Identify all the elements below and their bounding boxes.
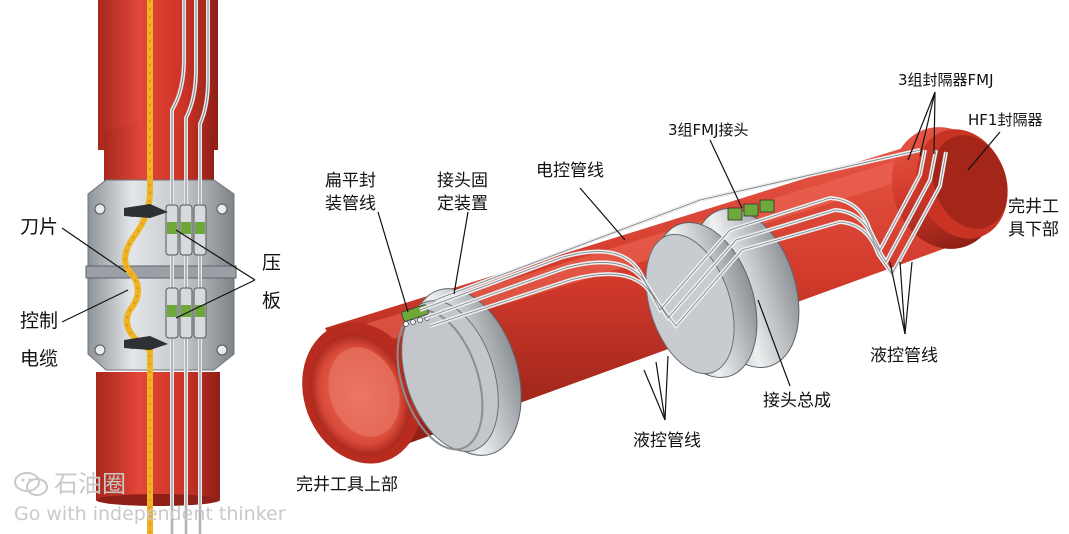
label-hf1-packer: HF1封隔器: [968, 111, 1043, 129]
label-pressure-plate-line2: 板: [262, 290, 282, 312]
right-leader-lines: [377, 91, 1001, 421]
watermark: 石油圈 Go with independent thinker: [14, 470, 286, 526]
right-isometric-view: [302, 91, 1008, 464]
label-fmj-connectors: 3组FMJ接头: [668, 121, 749, 139]
label-control-cable-line1: 控制: [20, 310, 59, 332]
lower-end-packer: [891, 127, 1008, 249]
line-connectors: [165, 204, 207, 339]
wechat-icon: [14, 472, 48, 496]
label-clamp-line2: 定装置: [437, 194, 488, 214]
blade-parts: [124, 204, 168, 350]
label-upper-part: 完井工具上部: [296, 475, 398, 495]
watermark-slogan: Go with independent thinker: [14, 503, 286, 525]
upper-end-tube: [302, 322, 422, 464]
label-lower-part-line2: 具下部: [1008, 220, 1059, 240]
clamp-ring-upper: [396, 288, 522, 456]
label-flat-pack-line1: 扁平封: [325, 171, 376, 191]
label-joint-assembly: 接头总成: [763, 391, 831, 411]
label-hydraulic-line-center: 液控管线: [633, 431, 701, 451]
clamp-split-band: [85, 265, 237, 279]
left-detail-view: [61, 0, 256, 534]
label-control-cable-line2: 电缆: [20, 348, 59, 370]
lower-tubing: [96, 372, 220, 500]
clamp-upper-half: [87, 179, 235, 271]
upper-coupling: [104, 124, 214, 182]
label-electric-control-line: 电控管线: [536, 161, 604, 181]
fmj-connector-blocks: [727, 199, 775, 221]
label-hydraulic-line-right: 液控管线: [870, 346, 938, 366]
label-lower-part-line1: 完井工: [1008, 197, 1059, 217]
label-flat-pack-line2: 装管线: [325, 194, 376, 214]
watermark-brand: 石油圈: [54, 470, 126, 498]
label-clamp-line1: 接头固: [437, 171, 488, 191]
label-pressure-plate-line1: 压: [262, 252, 282, 274]
label-blade: 刀片: [20, 216, 59, 238]
lower-tubing-end: [96, 494, 220, 506]
left-leader-lines: [61, 227, 256, 323]
clamp-bolts: [94, 203, 228, 356]
label-fmj-packers: 3组封隔器FMJ: [898, 71, 994, 89]
clamp-lower-half: [87, 275, 235, 371]
